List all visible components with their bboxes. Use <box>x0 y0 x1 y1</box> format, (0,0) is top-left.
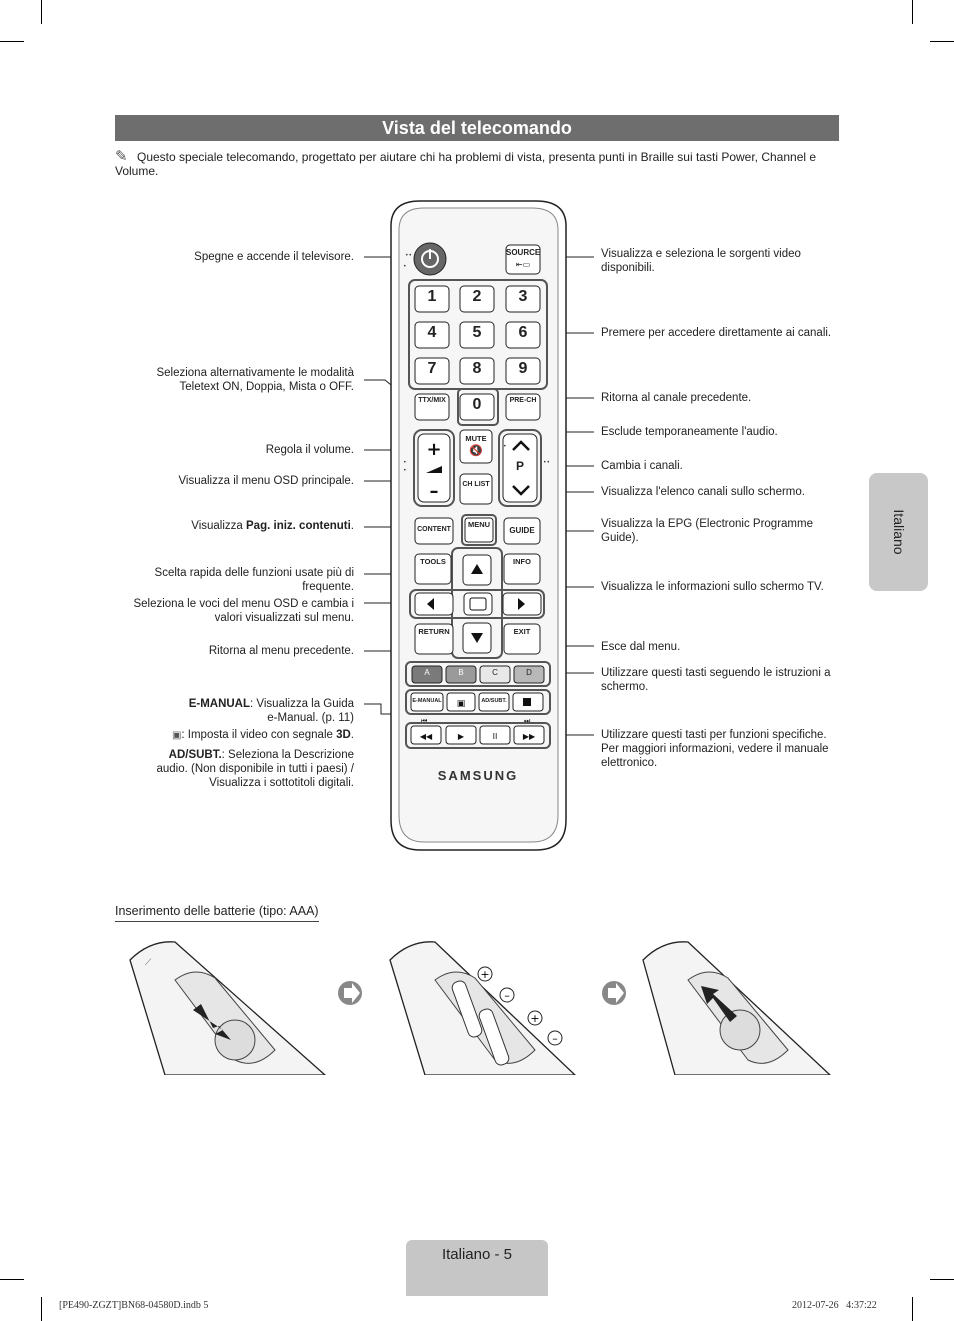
source-button[interactable]: SOURCE <box>506 248 541 257</box>
battery-step-1: ⟋ <box>129 941 326 1075</box>
svg-text:+: + <box>530 1012 539 1025</box>
note: ✎Questo speciale telecomando, progettato… <box>115 148 839 178</box>
svg-text:⟋: ⟋ <box>145 958 152 968</box>
return-label: Ritorna al menu precedente. <box>208 645 354 657</box>
ch-list-label: Visualizza l'elenco canali sullo schermo… <box>601 486 805 498</box>
svg-text:–: – <box>504 989 510 1002</box>
digit-3-button[interactable]: 3 <box>518 288 528 305</box>
section-title: Vista del telecomando <box>115 115 839 141</box>
3d-label: ▣: Imposta il video con segnale 3D. <box>171 729 354 741</box>
source-label: Visualizza e seleziona le sorgenti video… <box>601 248 801 274</box>
svg-text:•: • <box>403 467 407 474</box>
ch-list-button[interactable]: CH LIST <box>462 481 490 488</box>
svg-text:⏮: ⏮ <box>421 717 427 725</box>
svg-text:▶: ▶ <box>458 732 465 741</box>
color-keys-label: Utilizzare questi tasti seguendo le istr… <box>601 667 831 693</box>
exit-button[interactable]: EXIT <box>513 627 531 636</box>
digit-8-button[interactable]: 8 <box>472 360 482 377</box>
digit-5-button[interactable]: 5 <box>472 324 482 341</box>
e-manual-button[interactable]: E-MANUAL <box>412 698 442 704</box>
digit-1-button[interactable]: 1 <box>427 288 437 305</box>
power-label: Spegne e accende il televisore. <box>194 251 354 263</box>
ttx-mix-button[interactable]: TTX/MIX <box>418 397 446 404</box>
digit-0-button[interactable]: 0 <box>472 396 482 413</box>
channel-p-label[interactable]: P <box>515 459 524 473</box>
svg-text:–: – <box>430 481 439 502</box>
svg-text:•: • <box>503 443 507 450</box>
svg-text:•: • <box>403 263 407 270</box>
digit-4-button[interactable]: 4 <box>427 324 437 341</box>
channel-label: Cambia i canali. <box>601 460 683 472</box>
volume-label: Regola il volume. <box>265 444 354 456</box>
svg-text:+: + <box>426 439 441 460</box>
media-keys-label: Utilizzare questi tasti per funzioni spe… <box>601 729 829 769</box>
svg-text:II: II <box>493 732 498 741</box>
info-label: Visualizza le informazioni sullo schermo… <box>601 581 824 593</box>
svg-text:+: + <box>480 968 489 981</box>
svg-text:••: •• <box>543 459 550 466</box>
numbers-label: Premere per accedere direttamente ai can… <box>601 327 832 339</box>
exit-label: Esce dal menu. <box>601 641 681 653</box>
tools-button[interactable]: TOOLS <box>420 557 446 566</box>
mute-label: Esclude temporaneamente l'audio. <box>601 426 778 438</box>
input-icon: ⇤▭ <box>515 260 531 269</box>
footer-file: [PE490-ZGZT]BN68-04580D.indb 5 <box>59 1300 209 1311</box>
language-side-tab: Italiano <box>869 473 928 591</box>
svg-text:◀◀: ◀◀ <box>420 732 433 741</box>
footer-timestamp: 2012-07-26 4:37:22 <box>792 1300 877 1311</box>
guide-button[interactable]: GUIDE <box>509 526 535 535</box>
content-button[interactable]: CONTENT <box>417 526 451 533</box>
menu-label: Visualizza il menu OSD principale. <box>178 475 354 487</box>
note-text: Questo speciale telecomando, progettato … <box>115 150 817 178</box>
digit-9-button[interactable]: 9 <box>518 360 528 377</box>
menu-button[interactable]: MENU <box>467 520 491 529</box>
page-number-tab: Italiano - 5 <box>406 1240 548 1296</box>
battery-illustration: ⟋ + – + – <box>129 941 831 1075</box>
pre-ch-label: Ritorna al canale precedente. <box>601 392 752 404</box>
battery-section-title: Inserimento delle batterie (tipo: AAA) <box>115 904 319 922</box>
content-label: Visualizza Pag. iniz. contenuti. <box>191 520 354 532</box>
mute-button[interactable]: MUTE <box>465 434 487 443</box>
svg-text:•: • <box>403 459 407 466</box>
svg-text:⏭: ⏭ <box>524 717 531 725</box>
color-b-button[interactable]: B <box>458 668 464 677</box>
battery-step-2: + – + – <box>389 941 576 1075</box>
ad-subt-button[interactable]: AD/SUBT. <box>481 698 507 704</box>
svg-text:••: •• <box>405 252 412 259</box>
color-a-button[interactable]: A <box>424 668 430 677</box>
mute-icon: 🔇 <box>469 445 483 457</box>
pre-ch-button[interactable]: PRE-CH <box>509 397 537 404</box>
battery-step-3 <box>642 941 831 1075</box>
svg-text:▣: ▣ <box>457 699 466 709</box>
color-c-button[interactable]: C <box>492 668 498 677</box>
samsung-logo: SAMSUNG <box>437 768 519 783</box>
return-button[interactable]: RETURN <box>418 627 450 636</box>
tools-label: Scelta rapida delle funzioni usate più d… <box>154 567 354 593</box>
info-button[interactable]: INFO <box>513 557 531 566</box>
pencil-note-icon: ✎ <box>115 148 128 165</box>
3d-icon: ▣ <box>171 730 182 741</box>
digit-7-button[interactable]: 7 <box>427 360 437 377</box>
navigation-label: Seleziona le voci del menu OSD e cambia … <box>133 598 354 624</box>
digit-6-button[interactable]: 6 <box>518 324 528 341</box>
svg-text:–: – <box>552 1032 558 1045</box>
digit-2-button[interactable]: 2 <box>472 288 482 305</box>
page-number: Italiano - 5 <box>441 1246 513 1263</box>
color-d-button[interactable]: D <box>526 668 532 677</box>
svg-text:▶▶: ▶▶ <box>523 732 536 741</box>
